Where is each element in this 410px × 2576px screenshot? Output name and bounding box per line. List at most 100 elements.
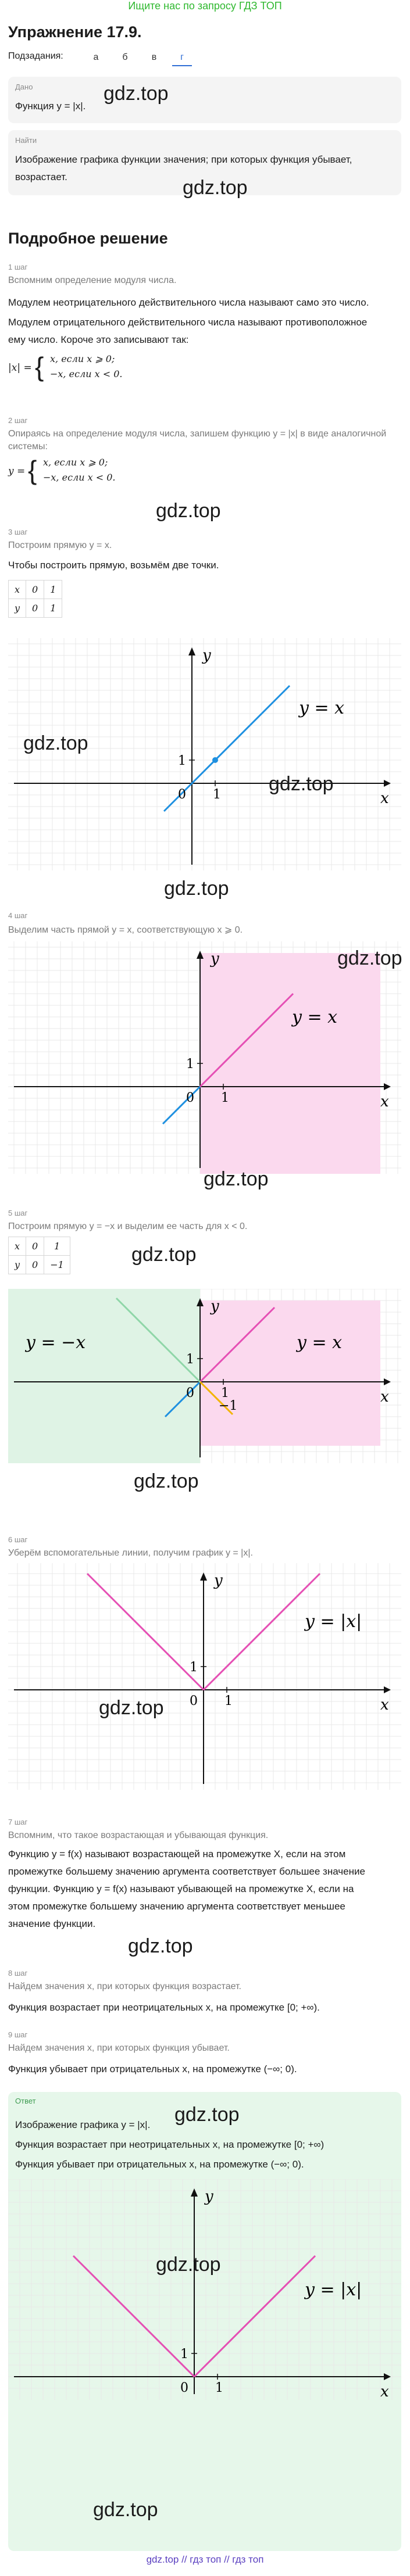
- formula-lhs: y =: [8, 465, 26, 477]
- step7-l2: промежутке большему значению аргумента с…: [8, 1866, 365, 1877]
- watermark: gdz.top: [104, 83, 169, 105]
- table-row: x 0 1: [8, 1237, 70, 1256]
- table-cell: 0: [26, 1237, 45, 1256]
- table-cell: 0: [26, 599, 45, 618]
- formula-lhs: |x| =: [8, 362, 32, 374]
- step2-note-a: Опираясь на определение модуля числа, за…: [8, 429, 387, 439]
- step4-tag: 4 шаг: [8, 911, 28, 920]
- x-axis-arrow: [384, 1378, 391, 1385]
- step5-note: Построим прямую y = −x и выделим ее част…: [8, 1221, 248, 1231]
- watermark: gdz.top: [134, 1470, 199, 1492]
- line-y-equals-x-negative-part: [164, 1381, 201, 1418]
- y-axis-label: y: [204, 2188, 213, 2205]
- given-tag: Дано: [15, 83, 33, 91]
- graph-left-branch: [72, 2255, 195, 2378]
- y-axis-label: y: [210, 950, 219, 968]
- x-tick-label-1: 1: [224, 1694, 233, 1708]
- find-text: Изображение графика функции значения; пр…: [15, 154, 352, 182]
- step7-note: Вспомним, что такое возрастающая и убыва…: [8, 1830, 269, 1840]
- table-cell: 1: [44, 580, 63, 599]
- subtask-tab-g[interactable]: г: [172, 50, 192, 66]
- answer-line1: Изображение графика y = |x|.: [15, 2119, 151, 2130]
- table-cell: 0: [26, 1255, 45, 1274]
- step2-formula: y = { x, если x ⩾ 0; −x, если x < 0.: [8, 454, 183, 489]
- watermark: gdz.top: [164, 877, 229, 900]
- origin-label: 0: [178, 787, 186, 802]
- top-link[interactable]: Ищите нас по запросу ГДЗ ТОП: [128, 0, 282, 12]
- detailed-solution-title: Подробное решение: [8, 230, 168, 247]
- y-axis-arrow: [197, 951, 204, 959]
- line-y-equals-x: [163, 685, 291, 812]
- subtask-tab-a[interactable]: а: [93, 52, 99, 62]
- step3-note: Построим прямую y = x.: [8, 540, 112, 550]
- x-axis-arrow: [384, 1083, 391, 1090]
- y-axis-label: y: [213, 1572, 223, 1589]
- line-label-y-equals-abs-x: y = |x|: [304, 2280, 362, 2300]
- watermark: gdz.top: [156, 2253, 221, 2276]
- line-label-y-equals-minus-x: y = −x: [24, 1332, 85, 1353]
- step8-tag: 8 шаг: [8, 1969, 28, 1977]
- watermark: gdz.top: [131, 1244, 197, 1266]
- footer-links[interactable]: gdz.top // гдз топ // гдз топ: [146, 2554, 264, 2565]
- line-y-equals-minus-x-selected: [115, 1297, 201, 1383]
- answer-tag: Ответ: [15, 2097, 36, 2105]
- step9-tag: 9 шаг: [8, 2030, 28, 2039]
- table-cell: x: [8, 580, 27, 599]
- answer-line2: Функция возрастает при неотрицательных x…: [15, 2139, 325, 2150]
- region-x-nonnegative: [200, 953, 380, 1174]
- formula-line2: −x, если x < 0.: [50, 368, 123, 379]
- origin-label: 0: [190, 1694, 198, 1708]
- x-axis-label: x: [380, 790, 389, 807]
- step9-note: Найдем значения x, при которых функция у…: [8, 2043, 230, 2053]
- step8-text: Функция возрастает при неотрицательных x…: [8, 2002, 320, 2013]
- watermark: gdz.top: [174, 2104, 240, 2126]
- x-axis-label: x: [380, 2383, 389, 2400]
- y-axis-label: y: [202, 647, 211, 664]
- formula-line1: x, если x ⩾ 0;: [43, 457, 108, 468]
- page-title: Упражнение 17.9.: [8, 23, 142, 41]
- formula-line1: x, если x ⩾ 0;: [50, 353, 115, 364]
- x-axis-label: x: [380, 1388, 389, 1406]
- y-axis-arrow: [191, 2188, 198, 2197]
- step7-l3: функции. Функцию y = f(x) называют убыва…: [8, 1883, 354, 1894]
- subtask-tab-b[interactable]: б: [122, 52, 128, 62]
- watermark: gdz.top: [93, 2499, 158, 2521]
- step1-p1: Модулем неотрицательного действительного…: [8, 297, 369, 308]
- table-row: x 0 1: [8, 580, 63, 599]
- step5-tag: 5 шаг: [8, 1209, 28, 1217]
- table-cell: y: [8, 1255, 27, 1274]
- table-cell: −1: [44, 1255, 70, 1274]
- formula-line2: −x, если x < 0.: [43, 472, 116, 483]
- formula-brace: {: [35, 352, 44, 382]
- step3-text: Чтобы построить прямую, возьмём две точк…: [8, 560, 219, 571]
- line-label-y-equals-abs-x: y = |x|: [304, 1611, 362, 1632]
- x-tick-label-1: 1: [221, 1091, 229, 1105]
- subtask-tab-v[interactable]: в: [151, 52, 157, 62]
- line-label-y-equals-x: y = x: [295, 1332, 342, 1353]
- line-y-equals-x-selected: [199, 1306, 276, 1383]
- step2-tag: 2 шаг: [8, 416, 28, 425]
- given-card: Дано Функция y = |x|.: [8, 77, 401, 123]
- subtasks-label: Подзадания:: [8, 51, 63, 61]
- x-axis-arrow: [384, 2373, 391, 2380]
- find-card: Найти Изображение графика функции значен…: [8, 130, 401, 195]
- step1-formula: |x| = { x, если x ⩾ 0; −x, если x < 0.: [8, 351, 183, 386]
- graph-right-branch: [193, 2255, 316, 2378]
- table-cell: 1: [44, 1237, 70, 1256]
- x-axis-label: x: [380, 1696, 389, 1714]
- origin-label: 0: [186, 1386, 194, 1400]
- line-label-y-equals-x: y = x: [298, 698, 344, 718]
- graph-left-branch: [86, 1572, 205, 1691]
- y-tick-label-1: 1: [186, 1057, 194, 1072]
- x-tick-label-1: 1: [213, 787, 221, 802]
- x-axis-label: x: [380, 1093, 389, 1110]
- table-cell: y: [8, 599, 27, 618]
- answer-card: Ответ Изображение графика y = |x|. Функц…: [8, 2092, 401, 2551]
- y-axis-arrow: [197, 1298, 204, 1306]
- table-cell: 1: [44, 599, 63, 618]
- y-axis-label: y: [210, 1298, 219, 1315]
- line-y-equals-x-negative-part: [162, 1085, 201, 1125]
- y-tick-label-1: 1: [178, 754, 186, 768]
